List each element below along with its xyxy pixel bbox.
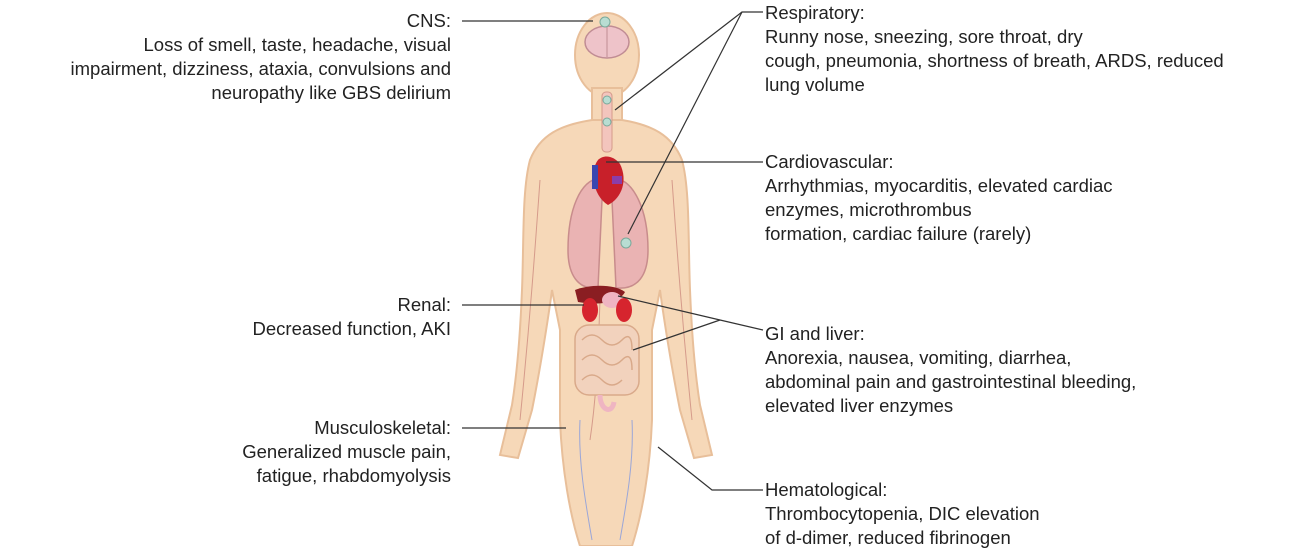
label-respiratory: Respiratory: Runny nose, sneezing, sore … xyxy=(765,1,1224,97)
label-line: elevated liver enzymes xyxy=(765,394,1136,418)
label-line: Loss of smell, taste, headache, visual xyxy=(71,33,451,57)
label-line: fatigue, rhabdomyolysis xyxy=(242,464,451,488)
label-hematological: Hematological: Thrombocytopenia, DIC ele… xyxy=(765,478,1040,550)
label-line: cough, pneumonia, shortness of breath, A… xyxy=(765,49,1224,73)
label-renal: Renal: Decreased function, AKI xyxy=(253,293,451,341)
label-line: Anorexia, nausea, vomiting, diarrhea, xyxy=(765,346,1136,370)
label-cardiovascular: Cardiovascular: Arrhythmias, myocarditis… xyxy=(765,150,1113,246)
label-line: of d-dimer, reduced fibrinogen xyxy=(765,526,1040,550)
label-gi-liver: GI and liver: Anorexia, nausea, vomiting… xyxy=(765,322,1136,418)
label-title: Renal: xyxy=(253,293,451,317)
label-line: Thrombocytopenia, DIC elevation xyxy=(765,502,1040,526)
label-line: impairment, dizziness, ataxia, convulsio… xyxy=(71,57,451,81)
label-musculoskeletal: Musculoskeletal: Generalized muscle pain… xyxy=(242,416,451,488)
label-title: GI and liver: xyxy=(765,322,1136,346)
label-cns: CNS: Loss of smell, taste, headache, vis… xyxy=(71,9,451,105)
label-line: enzymes, microthrombus xyxy=(765,198,1113,222)
label-line: formation, cardiac failure (rarely) xyxy=(765,222,1113,246)
label-line: Runny nose, sneezing, sore throat, dry xyxy=(765,25,1224,49)
label-title: Cardiovascular: xyxy=(765,150,1113,174)
trachea xyxy=(602,92,612,152)
label-line: Generalized muscle pain, xyxy=(242,440,451,464)
label-title: Musculoskeletal: xyxy=(242,416,451,440)
label-title: Hematological: xyxy=(765,478,1040,502)
label-line: Decreased function, AKI xyxy=(253,317,451,341)
label-line: lung volume xyxy=(765,73,1224,97)
label-line: neuropathy like GBS delirium xyxy=(71,81,451,105)
label-title: CNS: xyxy=(71,9,451,33)
label-line: Arrhythmias, myocarditis, elevated cardi… xyxy=(765,174,1113,198)
label-title: Respiratory: xyxy=(765,1,1224,25)
label-line: abdominal pain and gastrointestinal blee… xyxy=(765,370,1136,394)
